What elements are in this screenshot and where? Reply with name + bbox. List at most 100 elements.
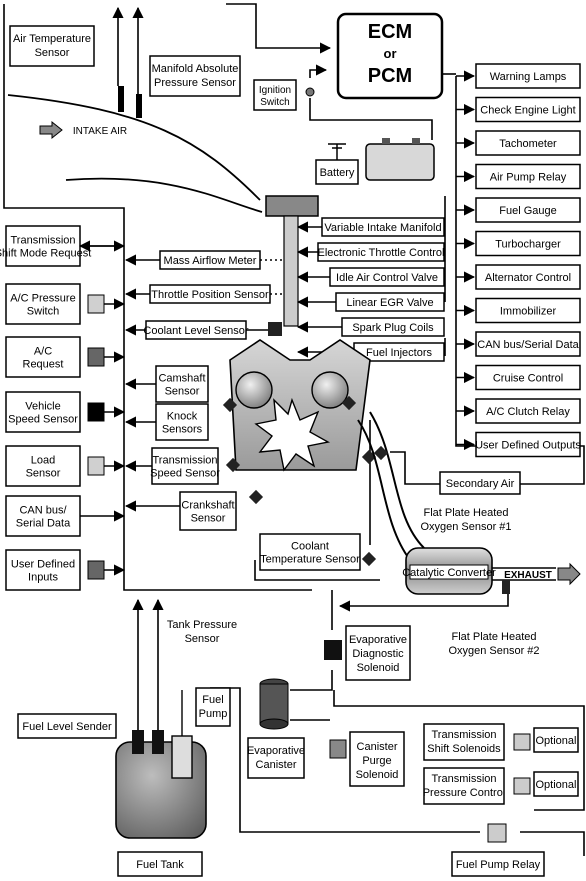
evaporative-diagnostic-solenoid: Evaporative Diagnostic Solenoid — [324, 625, 411, 681]
svg-text:Warning Lamps: Warning Lamps — [490, 71, 567, 83]
svg-text:Temperature Sensor: Temperature Sensor — [260, 554, 360, 566]
svg-text:User Defined Outputs: User Defined Outputs — [475, 440, 581, 452]
svg-text:or: or — [384, 46, 397, 61]
camshaft-left — [235, 371, 273, 409]
svg-text:Sensors: Sensors — [162, 424, 203, 436]
camshaft-right — [311, 371, 349, 409]
intake-air-label: INTAKE AIR — [73, 126, 127, 137]
svg-text:Throttle Position Sensor: Throttle Position Sensor — [151, 289, 269, 301]
output-9: Cruise Control — [475, 364, 581, 391]
svg-text:Request: Request — [23, 359, 64, 371]
svg-text:Evaporative: Evaporative — [247, 745, 305, 757]
intake-runner — [283, 215, 299, 327]
svg-text:Transmission: Transmission — [153, 455, 218, 467]
actuator-5: Fuel Injectors — [353, 342, 445, 362]
coil-marker — [268, 322, 282, 336]
svg-text:Canister: Canister — [256, 759, 297, 771]
output-10: A/C Clutch Relay — [475, 398, 581, 424]
svg-text:Shift Solenoids: Shift Solenoids — [427, 743, 501, 755]
svg-text:Battery: Battery — [320, 167, 355, 179]
battery-box: Battery — [315, 143, 359, 185]
svg-text:Transmission: Transmission — [432, 773, 497, 785]
svg-text:CAN bus/Serial Data: CAN bus/Serial Data — [477, 339, 579, 351]
svg-text:Pump: Pump — [199, 708, 228, 720]
svg-text:Spark Plug Coils: Spark Plug Coils — [352, 322, 434, 334]
svg-text:Inputs: Inputs — [28, 572, 58, 584]
svg-text:Catalytic Converter: Catalytic Converter — [402, 567, 496, 579]
svg-text:Load: Load — [31, 455, 55, 467]
svg-text:Shift Mode Request: Shift Mode Request — [0, 248, 91, 260]
fuel-pump-box: Fuel Pump — [195, 687, 231, 727]
output-11: User Defined Outputs — [475, 431, 581, 458]
svg-text:Solenoid: Solenoid — [356, 769, 399, 781]
svg-text:Evaporative: Evaporative — [349, 634, 407, 646]
svg-text:Air Pump Relay: Air Pump Relay — [490, 172, 567, 184]
secondary-air-box: Secondary Air — [439, 471, 521, 495]
fuel-tank — [115, 598, 207, 839]
output-5: Turbocharger — [475, 230, 581, 257]
svg-text:Tachometer: Tachometer — [499, 138, 557, 150]
o2-sensor-1-label: Flat Plate Heated Oxygen Sensor #1 — [420, 507, 511, 533]
svg-text:Manifold Absolute: Manifold Absolute — [152, 63, 239, 75]
throttle-body — [265, 195, 319, 217]
canister-purge-solenoid: Canister Purge Solenoid — [329, 731, 405, 787]
svg-text:Sensor: Sensor — [185, 633, 220, 645]
svg-text:Fuel Tank: Fuel Tank — [136, 859, 184, 871]
svg-text:Oxygen Sensor #1: Oxygen Sensor #1 — [420, 521, 511, 533]
svg-text:Check Engine Light: Check Engine Light — [480, 105, 575, 117]
input-5: CAN bus/Serial Data — [5, 495, 81, 537]
output-2: Tachometer — [475, 130, 581, 156]
svg-text:Knock: Knock — [167, 411, 198, 423]
svg-text:PCM: PCM — [368, 65, 412, 87]
svg-text:Coolant: Coolant — [291, 541, 329, 553]
svg-text:Switch: Switch — [260, 97, 289, 108]
battery-icon — [365, 138, 435, 181]
svg-text:Variable Intake Manifold: Variable Intake Manifold — [324, 222, 441, 234]
svg-text:EXHAUST: EXHAUST — [504, 570, 552, 581]
svg-text:Oxygen Sensor #2: Oxygen Sensor #2 — [448, 645, 539, 657]
svg-text:Cruise Control: Cruise Control — [493, 373, 563, 385]
svg-text:Air Temperature: Air Temperature — [13, 33, 91, 45]
svg-text:Fuel Pump Relay: Fuel Pump Relay — [456, 859, 541, 871]
exhaust-system: Catalytic Converter EXHAUST — [357, 411, 581, 595]
svg-text:Pressure Sensor: Pressure Sensor — [154, 77, 236, 89]
svg-text:Idle Air Control Valve: Idle Air Control Valve — [336, 272, 438, 284]
svg-text:ECM: ECM — [368, 21, 412, 43]
svg-text:Speed Sensor: Speed Sensor — [150, 468, 220, 480]
svg-text:Camshaft: Camshaft — [158, 373, 205, 385]
tank-pressure-sensor-label: Tank Pressure Sensor — [167, 619, 237, 645]
intake-tract: INTAKE AIR — [7, 6, 263, 213]
output-8: CAN bus/Serial Data — [475, 331, 581, 357]
fuel-tank-label-box: Fuel Tank — [117, 851, 203, 877]
svg-text:Tank Pressure: Tank Pressure — [167, 619, 237, 631]
svg-text:Flat Plate Heated: Flat Plate Heated — [424, 507, 509, 519]
svg-text:Serial Data: Serial Data — [16, 518, 71, 530]
svg-text:Transmission: Transmission — [432, 729, 497, 741]
actuator-0: Variable Intake Manifold — [321, 217, 445, 237]
o2-sensor-2-label: Flat Plate Heated Oxygen Sensor #2 — [448, 631, 539, 657]
actuator-1: Electronic Throttle Control — [317, 242, 445, 262]
svg-text:Sensor: Sensor — [191, 513, 226, 525]
svg-text:Coolant Level Sensor: Coolant Level Sensor — [143, 325, 249, 337]
mass-airflow-meter: Mass Airflow Meter — [159, 250, 261, 270]
svg-text:Turbocharger: Turbocharger — [495, 239, 561, 251]
svg-text:Pressure Control: Pressure Control — [423, 787, 506, 799]
output-4: Fuel Gauge — [475, 197, 581, 223]
svg-text:Sensor: Sensor — [26, 468, 61, 480]
svg-text:Fuel Injectors: Fuel Injectors — [366, 347, 433, 359]
fuel-pump-relay: Fuel Pump Relay — [451, 823, 545, 877]
svg-text:CAN bus/: CAN bus/ — [19, 505, 67, 517]
svg-text:Linear EGR Valve: Linear EGR Valve — [346, 297, 433, 309]
transmission-pressure-control: Transmission Pressure Control Optional — [423, 767, 579, 805]
svg-text:Electronic Throttle Control: Electronic Throttle Control — [318, 247, 445, 259]
